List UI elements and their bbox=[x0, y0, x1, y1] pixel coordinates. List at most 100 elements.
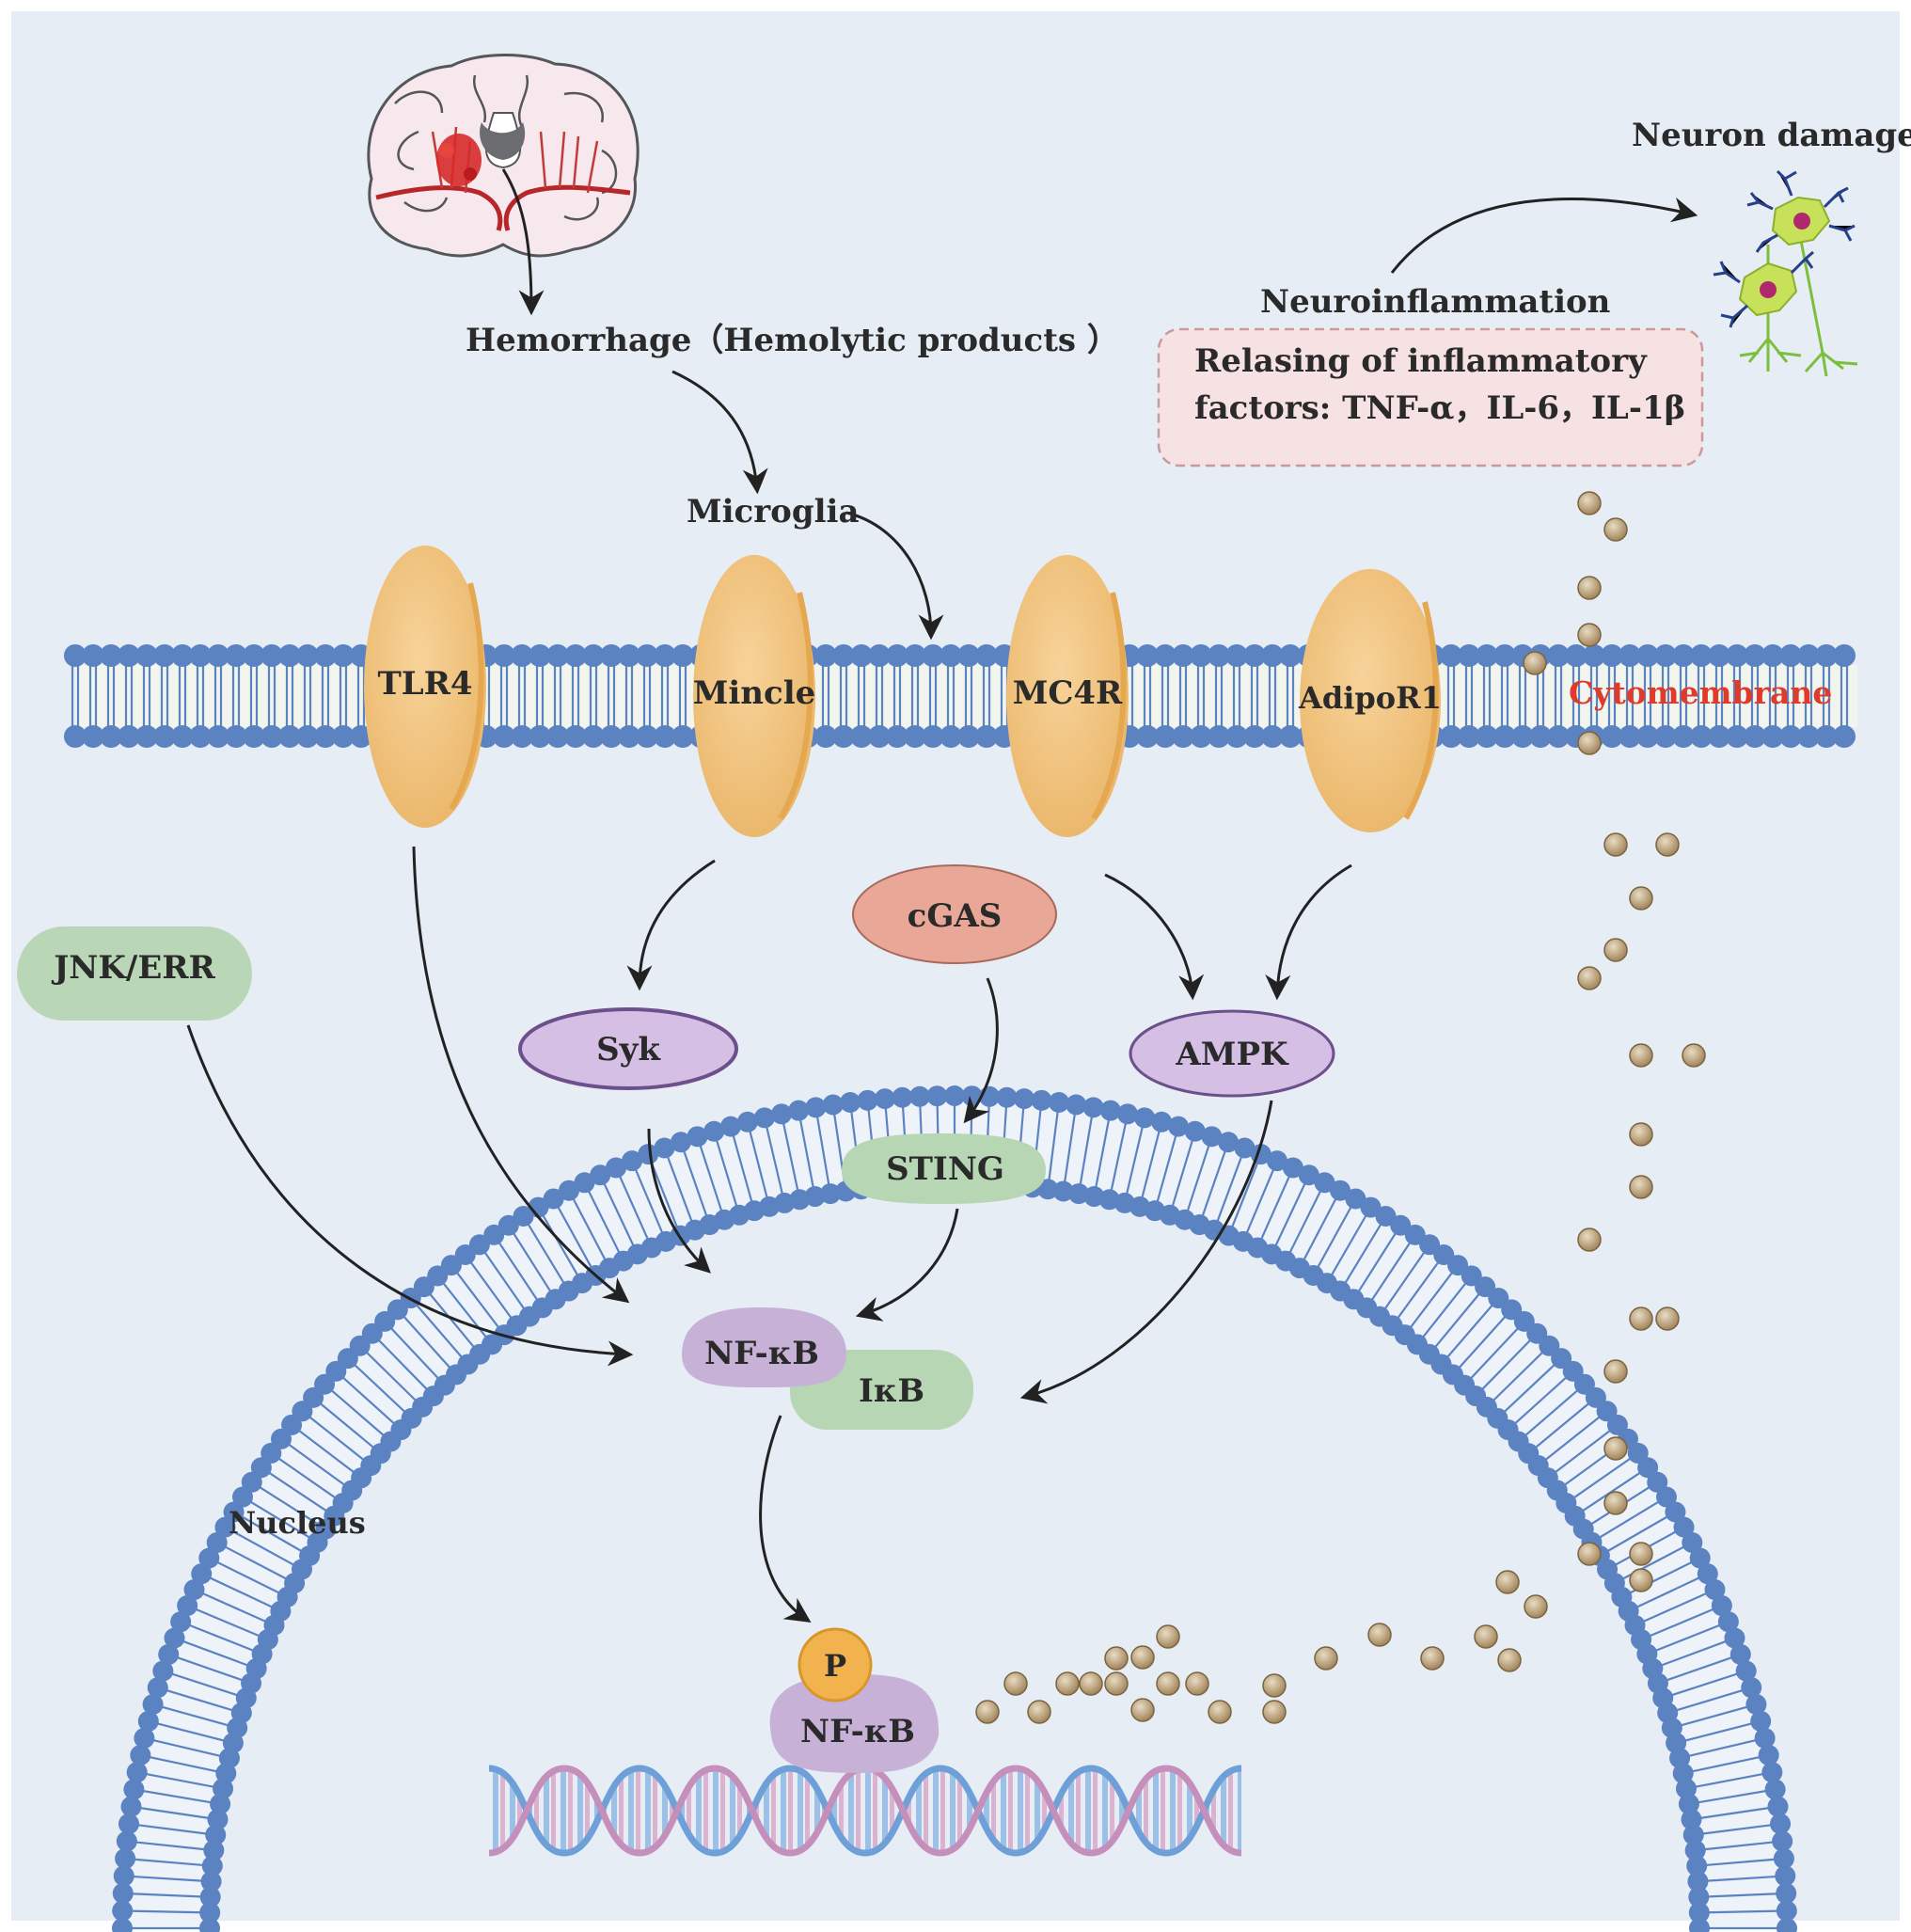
lipid-head bbox=[1234, 1137, 1256, 1159]
lipid-tail bbox=[1156, 1133, 1177, 1204]
lipid-tail bbox=[748, 1129, 769, 1200]
lipid-head bbox=[1636, 725, 1659, 748]
lipid-head bbox=[142, 1694, 164, 1716]
lipid-head bbox=[1282, 1157, 1303, 1179]
arrow-adipor1-to-ampk bbox=[1265, 863, 1352, 1001]
cytomembrane-label: Cytomembrane bbox=[1569, 674, 1832, 711]
lipid-head bbox=[1134, 1107, 1156, 1129]
lipid-tail bbox=[1110, 1120, 1128, 1193]
lipid-head bbox=[314, 725, 337, 748]
lipid-tail bbox=[1287, 1188, 1322, 1255]
nucleus-label: Nucleus bbox=[229, 1505, 366, 1541]
brain-illustration bbox=[367, 54, 640, 258]
lipid-tail bbox=[1273, 1180, 1307, 1248]
node-label: Syk bbox=[596, 1031, 661, 1069]
lipid-head bbox=[123, 1779, 145, 1800]
lipid-tail bbox=[1330, 1212, 1368, 1277]
arrow-jnk-to-nfkb bbox=[186, 1024, 634, 1367]
lipid-head bbox=[1314, 1172, 1335, 1194]
lipid-head bbox=[1675, 1778, 1697, 1799]
lipid-tail bbox=[1079, 1115, 1094, 1187]
lipid-tail bbox=[618, 1174, 650, 1242]
lipid-head bbox=[703, 1120, 725, 1142]
lipid-head bbox=[241, 1471, 262, 1493]
lipid-head bbox=[207, 725, 229, 748]
lipid-head bbox=[940, 644, 962, 667]
lipid-tail bbox=[144, 1772, 216, 1789]
lipid-tail bbox=[1457, 1314, 1508, 1370]
lipid-tail bbox=[239, 1514, 304, 1553]
lipid-head bbox=[232, 1486, 254, 1508]
lipid-head bbox=[1360, 1196, 1382, 1218]
lipid-head bbox=[100, 644, 122, 667]
lipid-tail bbox=[130, 1909, 203, 1914]
lipid-head bbox=[1833, 725, 1856, 748]
lipid-head bbox=[1673, 1516, 1695, 1538]
lipid-tail bbox=[187, 1623, 256, 1653]
cytokine-particle bbox=[1367, 1623, 1392, 1647]
lipid-tail bbox=[150, 1738, 223, 1758]
lipid-tail bbox=[1580, 1470, 1643, 1513]
lipid-tail bbox=[1686, 1738, 1759, 1758]
lipid-head bbox=[582, 725, 605, 748]
lipid-head bbox=[112, 1900, 134, 1922]
lipid-head bbox=[1493, 644, 1516, 667]
cytokine-particle bbox=[1130, 1698, 1155, 1722]
lipid-tail bbox=[160, 1705, 230, 1727]
lipid-tail bbox=[308, 1415, 366, 1462]
lipid-tail bbox=[1491, 1350, 1545, 1403]
lipid-tail bbox=[1700, 1823, 1774, 1835]
node-label: STING bbox=[886, 1150, 1004, 1188]
lipid-head bbox=[788, 1100, 810, 1121]
lipid-head bbox=[1345, 1188, 1366, 1210]
cytokine-particle bbox=[1027, 1700, 1051, 1724]
lipid-head bbox=[189, 644, 212, 667]
inflammatory-factors-box bbox=[1157, 327, 1704, 467]
lipid-tail bbox=[131, 1875, 204, 1882]
lipid-head bbox=[153, 725, 176, 748]
lipid-head bbox=[1082, 1097, 1104, 1118]
lipid-head bbox=[558, 1180, 579, 1201]
lipid-head bbox=[1583, 644, 1605, 667]
cytokine-particle bbox=[1655, 1306, 1680, 1331]
receptor-adipor1: AdipoR1 bbox=[1298, 569, 1442, 832]
lipid-tail bbox=[1468, 1325, 1521, 1381]
lipid-head bbox=[206, 1531, 228, 1553]
cytokine-particle bbox=[1603, 1491, 1628, 1515]
cytokine-particle bbox=[1603, 1436, 1628, 1461]
lipid-head bbox=[82, 725, 104, 748]
lipid-head bbox=[177, 1595, 198, 1617]
lipid-head bbox=[135, 725, 158, 748]
lipid-tail bbox=[602, 1180, 636, 1248]
lipid-head bbox=[770, 1103, 792, 1125]
lipid-tail bbox=[815, 1115, 830, 1187]
lipid-tail bbox=[194, 1607, 261, 1639]
lipid-head bbox=[1708, 644, 1730, 667]
receptor-label: Mincle bbox=[693, 674, 816, 712]
lipid-head bbox=[1014, 1088, 1035, 1110]
lipid-head bbox=[606, 1157, 627, 1179]
lipid-head bbox=[1655, 1486, 1677, 1508]
lipid-head bbox=[753, 1107, 775, 1129]
lipid-head bbox=[1815, 644, 1838, 667]
arrow-ampk-to-nfkb bbox=[1019, 1100, 1273, 1404]
receptor-label: MC4R bbox=[1013, 674, 1123, 712]
lipid-tail bbox=[1479, 1338, 1533, 1392]
lipid-head bbox=[199, 1902, 221, 1924]
lipid-head bbox=[493, 725, 515, 748]
lipid-tail bbox=[296, 1428, 356, 1475]
lipid-head bbox=[1777, 1918, 1797, 1932]
lipid-head bbox=[1458, 725, 1480, 748]
lipid-head bbox=[957, 725, 980, 748]
lipid-head bbox=[200, 1871, 222, 1892]
lipid-tail bbox=[526, 1222, 566, 1286]
receptor-label: TLR4 bbox=[377, 665, 472, 703]
lipid-tail bbox=[1641, 1592, 1709, 1623]
lipid-tail bbox=[214, 1560, 281, 1595]
arrow-hemorrhage-to-microglia bbox=[671, 370, 768, 495]
lipid-head bbox=[654, 644, 676, 667]
lipid-tail bbox=[1433, 1291, 1481, 1350]
lipid-tail bbox=[165, 1688, 235, 1712]
lipid-head bbox=[1167, 1116, 1189, 1137]
lipid-head bbox=[1729, 1643, 1751, 1665]
